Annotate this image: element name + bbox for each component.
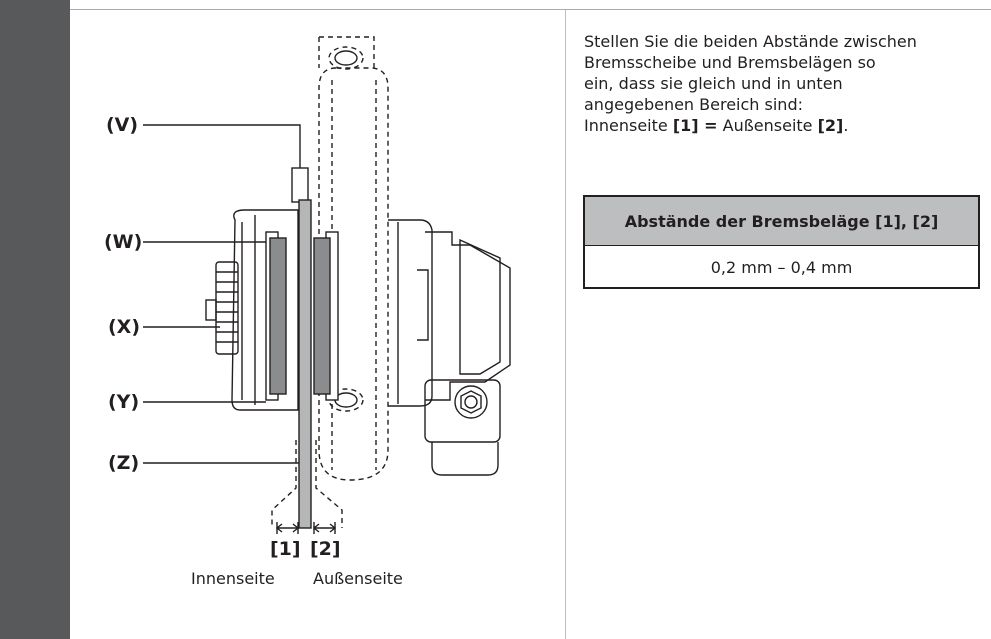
spec-table-header: Abstände der Bremsbeläge [1], [2] bbox=[585, 197, 978, 246]
spec-table-value: 0,2 mm – 0,4 mm bbox=[710, 258, 853, 277]
mount-bracket-dashed bbox=[318, 36, 375, 68]
callout-v: (V) bbox=[106, 114, 139, 136]
instruction-line-4: angegebenen Bereich sind: bbox=[584, 95, 803, 114]
side-bar bbox=[0, 0, 70, 639]
caliper-housing bbox=[425, 231, 511, 401]
instruction-line-5-mid: Außenseite bbox=[717, 116, 818, 135]
gap-arrow-outer bbox=[313, 522, 336, 534]
brake-rotor bbox=[298, 199, 312, 529]
gap-arrow-inner bbox=[276, 522, 299, 534]
adapter-plate bbox=[318, 67, 389, 481]
gap-label-inner: [1] bbox=[270, 538, 301, 560]
banjo-fitting bbox=[424, 379, 501, 443]
mount-bolt-hole-bottom bbox=[328, 388, 364, 412]
mount-bolt-hole-top bbox=[328, 46, 364, 70]
pad-pin bbox=[291, 167, 309, 203]
gap-label-outer: [2] bbox=[310, 538, 341, 560]
instruction-line-1: Stellen Sie die beiden Abstände zwischen bbox=[584, 32, 917, 51]
brake-pad-outer bbox=[313, 237, 331, 395]
caliper-body-inner bbox=[231, 209, 299, 411]
instruction-text: Stellen Sie die beiden Abstände zwischen… bbox=[584, 31, 984, 136]
side-label-outer: Außenseite bbox=[313, 569, 403, 588]
instruction-line-2: Bremsscheibe und Bremsbelägen so bbox=[584, 53, 876, 72]
instruction-ref-1: [1] = bbox=[672, 116, 718, 135]
instruction-line-3: ein, dass sie gleich und in unten bbox=[584, 74, 843, 93]
caliper-illustration bbox=[143, 36, 511, 534]
leader-v bbox=[143, 124, 301, 168]
side-label-inner: Innenseite bbox=[191, 569, 275, 588]
instruction-line-5-post: . bbox=[843, 116, 849, 135]
column-divider bbox=[565, 10, 566, 639]
instruction-ref-2: [2] bbox=[817, 116, 844, 135]
callout-x: (X) bbox=[108, 316, 141, 338]
top-rule bbox=[70, 9, 991, 10]
hub-outline-dashed bbox=[271, 440, 297, 528]
brake-caliper-figure: (V) (W) (X) (Y) (Z) [1] [2] Innenseite A… bbox=[70, 10, 565, 639]
callout-z: (Z) bbox=[108, 452, 140, 474]
spec-table: Abstände der Bremsbeläge [1], [2] 0,2 mm… bbox=[583, 195, 980, 289]
instruction-line-5-pre: Innenseite bbox=[584, 116, 673, 135]
caliper-body-outer bbox=[388, 219, 433, 407]
hex-bolt bbox=[454, 385, 488, 419]
callout-w: (W) bbox=[104, 231, 143, 253]
callout-y: (Y) bbox=[108, 391, 140, 413]
brake-pad-inner bbox=[269, 237, 287, 395]
